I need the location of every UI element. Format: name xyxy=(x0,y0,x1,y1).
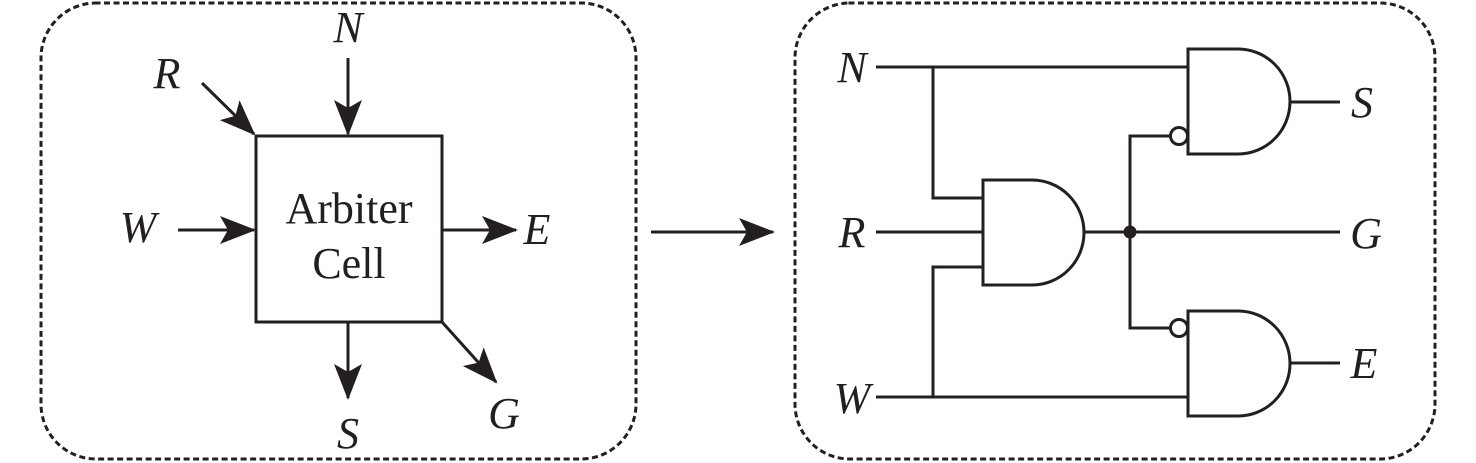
south-gate-inverter-bubble xyxy=(1169,126,1189,146)
request-input-arrow xyxy=(200,81,256,136)
north-branch-wire xyxy=(931,67,983,200)
west-branch-wire xyxy=(931,265,983,397)
west-label: W xyxy=(120,203,160,252)
grant-and-gate xyxy=(981,178,1086,287)
south-label: S xyxy=(337,409,359,458)
grant-to-south-gate-wire xyxy=(1128,134,1170,232)
grant-output-arrow xyxy=(440,320,498,384)
east-gate-inverter-bubble xyxy=(1169,318,1189,338)
east-label: E xyxy=(523,205,551,254)
right-panel: N R W S G E xyxy=(793,1,1437,461)
left-panel: Arbiter Cell N R W E S G xyxy=(39,1,638,461)
south-and-gate xyxy=(1186,47,1292,156)
left-panel-border xyxy=(39,1,638,461)
south-output-label: S xyxy=(1351,78,1373,127)
grant-output-label: G xyxy=(1350,209,1382,258)
request-input-label: R xyxy=(838,208,866,257)
north-input-label: N xyxy=(836,43,869,92)
grant-to-east-gate-wire xyxy=(1128,232,1170,330)
junction-dot xyxy=(1123,225,1137,239)
east-output-label: E xyxy=(1350,339,1378,388)
grant-label: G xyxy=(488,389,520,438)
north-label: N xyxy=(332,3,365,52)
right-panel-border xyxy=(793,1,1437,461)
block-label-line2: Cell xyxy=(312,239,385,288)
west-input-label: W xyxy=(834,374,874,423)
request-label: R xyxy=(153,49,181,98)
east-and-gate xyxy=(1186,309,1292,418)
wires xyxy=(876,65,1340,399)
block-label-line1: Arbiter xyxy=(285,184,412,233)
